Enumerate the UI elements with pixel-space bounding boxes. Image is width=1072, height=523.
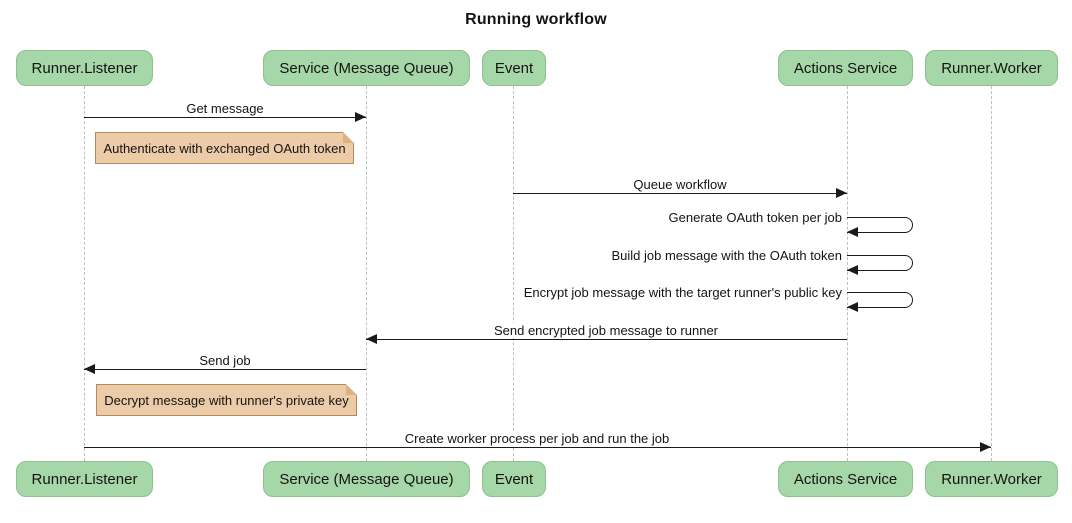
lifeline-runner-listener: [84, 86, 85, 461]
message-label-encrypt-job-message: Encrypt job message with the target runn…: [523, 285, 842, 300]
lifeline-runner-worker: [991, 86, 992, 461]
message-line-send-job: [84, 369, 366, 370]
message-label-send-encrypted-job-message: Send encrypted job message to runner: [490, 323, 722, 338]
message-label-generate-oauth-token: Generate OAuth token per job: [668, 210, 842, 225]
self-message-loop: [847, 292, 913, 308]
actor-top-service-message-queue: Service (Message Queue): [263, 50, 470, 86]
note-authenticate: Authenticate with exchanged OAuth token: [95, 132, 354, 164]
lifeline-event: [513, 86, 514, 461]
arrowhead-left-icon: [366, 334, 377, 344]
self-message-loop: [847, 255, 913, 271]
message-line-get-message: [84, 117, 366, 118]
actor-bottom-runner-worker: Runner.Worker: [925, 461, 1058, 497]
actor-bottom-service-message-queue: Service (Message Queue): [263, 461, 470, 497]
diagram-title: Running workflow: [465, 11, 607, 28]
arrowhead-right-icon: [980, 442, 991, 452]
note-decrypt: Decrypt message with runner's private ke…: [96, 384, 357, 416]
message-label-queue-workflow: Queue workflow: [630, 177, 730, 192]
arrowhead-left-icon: [847, 265, 858, 275]
arrowhead-left-icon: [847, 302, 858, 312]
message-label-create-worker-process: Create worker process per job and run th…: [401, 431, 673, 446]
lifeline-service-message-queue: [366, 86, 367, 461]
arrowhead-left-icon: [84, 364, 95, 374]
arrowhead-left-icon: [847, 227, 858, 237]
self-message-loop: [847, 217, 913, 233]
actor-top-actions-service: Actions Service: [778, 50, 913, 86]
actor-top-runner-listener: Runner.Listener: [16, 50, 153, 86]
actor-bottom-runner-listener: Runner.Listener: [16, 461, 153, 497]
message-label-send-job: Send job: [196, 353, 254, 368]
message-line-queue-workflow: [513, 193, 847, 194]
actor-bottom-event: Event: [482, 461, 546, 497]
message-line-send-encrypted-job-message: [366, 339, 847, 340]
actor-top-runner-worker: Runner.Worker: [925, 50, 1058, 86]
arrowhead-right-icon: [355, 112, 366, 122]
message-line-create-worker-process: [84, 447, 991, 448]
arrowhead-right-icon: [836, 188, 847, 198]
actor-bottom-actions-service: Actions Service: [778, 461, 913, 497]
message-label-build-job-message: Build job message with the OAuth token: [611, 248, 842, 263]
actor-top-event: Event: [482, 50, 546, 86]
message-label-get-message: Get message: [183, 101, 267, 116]
